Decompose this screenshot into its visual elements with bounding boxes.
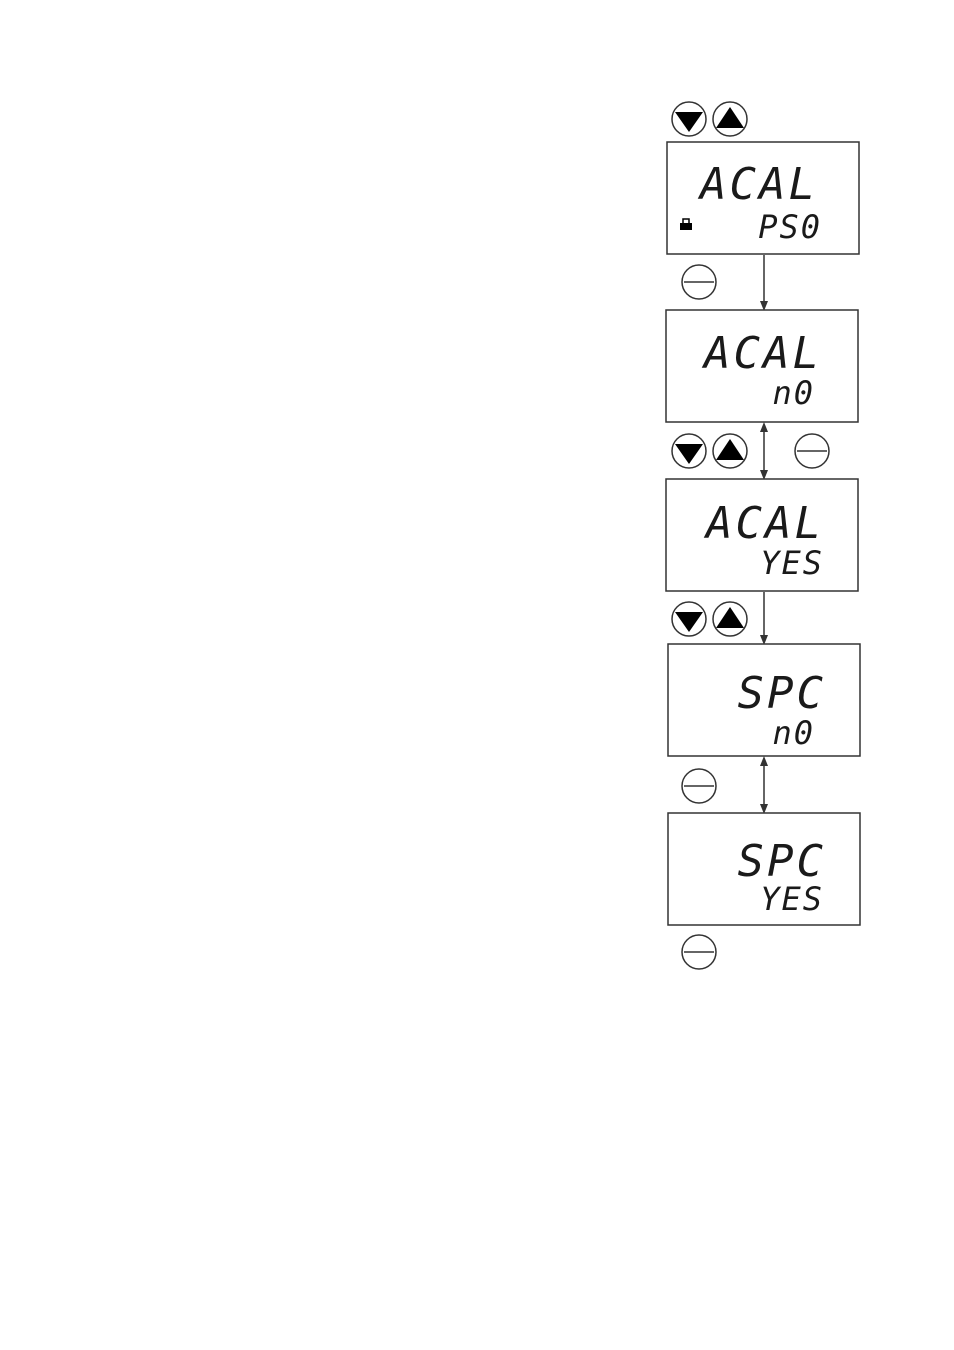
display-2-line2: n0 [772, 374, 815, 412]
lcd-display-3: ACAL YES [666, 479, 858, 591]
down-up-buttons-mid-1[interactable] [672, 434, 747, 468]
down-button[interactable] [672, 102, 706, 136]
display-1-line2: PS0 [758, 208, 822, 246]
lcd-display-2: ACAL n0 [666, 310, 858, 422]
lcd-display-1: ACAL PS0 [667, 142, 859, 254]
display-3-line1: ACAL [703, 498, 824, 549]
down-up-buttons-top[interactable] [672, 102, 747, 136]
display-4-line2: n0 [772, 714, 815, 752]
up-button[interactable] [713, 102, 747, 136]
down-button[interactable] [672, 434, 706, 468]
display-4-line1: SPC [738, 668, 826, 719]
display-3-line2: YES [760, 544, 824, 582]
up-button[interactable] [713, 602, 747, 636]
display-1-line1: ACAL [697, 159, 818, 210]
enter-button-3[interactable] [682, 769, 716, 803]
enter-button-2[interactable] [795, 434, 829, 468]
lcd-display-5: SPC YES [668, 813, 860, 925]
enter-button-1[interactable] [682, 265, 716, 299]
down-button[interactable] [672, 602, 706, 636]
up-button[interactable] [713, 434, 747, 468]
lcd-display-4: SPC n0 [668, 644, 860, 756]
display-2-line1: ACAL [701, 328, 822, 379]
display-5-line2: YES [760, 880, 824, 918]
enter-button-4[interactable] [682, 935, 716, 969]
down-up-buttons-mid-2[interactable] [672, 602, 747, 636]
